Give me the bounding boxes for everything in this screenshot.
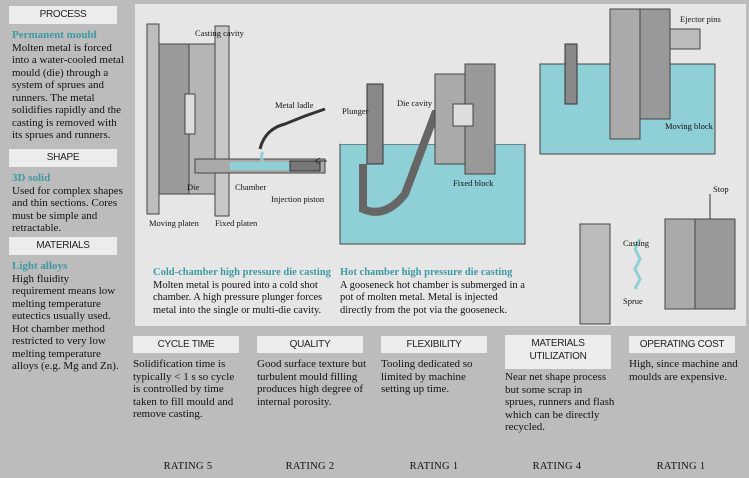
label-casting-cavity: Casting cavity	[195, 28, 245, 38]
label-die: Die	[187, 182, 200, 192]
materials-utilization-rating: RATING 4	[532, 461, 582, 472]
gooseneck	[359, 110, 460, 216]
casting-ejection-detail: Stop Casting Sprue	[579, 184, 736, 325]
quality-text: Good surface texture but turbulent mould…	[257, 358, 367, 408]
label-stop: Stop	[713, 184, 729, 194]
cycle-time-rating: RATING 5	[163, 461, 213, 472]
label-chamber: Chamber	[235, 182, 266, 192]
casting-cavity	[184, 93, 196, 135]
process-subtitle: Permanent mould	[12, 29, 97, 41]
hot-chamber-text: A gooseneck hot chamber is submerged in …	[340, 279, 525, 316]
ejector-plate	[694, 218, 736, 310]
cold-chamber-text: Molten metal is poured into a cold shot …	[153, 279, 323, 316]
injection-piston	[289, 160, 321, 172]
plunger	[366, 83, 384, 165]
metal-ladle	[258, 107, 326, 150]
shape-subtitle: 3D solid	[12, 172, 51, 184]
shape-section: 3D solid Used for complex shapes and thi…	[12, 172, 124, 235]
ejected-casting	[633, 238, 642, 290]
cold-chamber-caption: Cold-chamber high pressure die casting M…	[153, 267, 343, 317]
operating-cost-rating: RATING 1	[656, 461, 706, 472]
materials-utilization-header: MATERIALS UTILIZATION	[505, 335, 611, 369]
cycle-time-header: CYCLE TIME	[133, 336, 239, 353]
metal-pour-stream	[260, 151, 265, 163]
label-plunger: Plunger	[342, 106, 369, 116]
label-die-cavity: Die cavity	[397, 98, 433, 108]
cold-chamber-title: Cold-chamber high pressure die casting	[153, 267, 331, 278]
flexibility-text: Tooling dedicated so limited by machine …	[381, 358, 473, 395]
flexibility-rating: RATING 1	[409, 461, 459, 472]
fixed-block	[579, 223, 611, 325]
moving-die-half	[158, 43, 190, 195]
process-text: Molten metal is forced into a water-cool…	[12, 41, 124, 142]
materials-header: MATERIALS	[9, 237, 117, 255]
hot-chamber-caption: Hot chamber high pressure die casting A …	[340, 267, 530, 317]
shape-text: Used for complex shapes and thin section…	[12, 184, 123, 235]
plunger	[564, 43, 578, 105]
materials-text: High fluidity requirement means low melt…	[12, 272, 119, 373]
materials-subtitle: Light alloys	[12, 260, 68, 272]
label-ejector-pins: Ejector pins	[680, 14, 721, 24]
arrow-icon	[314, 157, 327, 165]
operating-cost-text: High, since machine and moulds are expen…	[629, 358, 738, 383]
hot-chamber-diagram: Plunger Die cavity Fixed block	[339, 63, 526, 245]
label-moving-block: Moving block	[665, 121, 714, 131]
label-metal-ladle: Metal ladle	[275, 100, 314, 110]
label-fixed-platen: Fixed platen	[215, 218, 258, 228]
materials-section: Light alloys High fluidity requirement m…	[12, 260, 124, 373]
die-cavity	[452, 103, 474, 127]
label-casting: Casting	[623, 238, 650, 248]
label-fixed-block: Fixed block	[453, 178, 494, 188]
moving-block	[639, 8, 671, 120]
fixed-block	[434, 73, 466, 165]
quality-rating: RATING 2	[285, 461, 335, 472]
quality-header: QUALITY	[257, 336, 363, 353]
label-moving-platen: Moving platen	[149, 218, 200, 228]
flexibility-header: FLEXIBILITY	[381, 336, 487, 353]
ejector-pins	[669, 28, 701, 50]
hot-chamber-title: Hot chamber high pressure die casting	[340, 267, 513, 278]
cold-chamber-diagram: Casting cavity Metal ladle Die Chamber I…	[146, 23, 327, 228]
ejection-diagram: Ejector pins Moving block	[539, 8, 721, 155]
label-injection-piston: Injection piston	[271, 194, 325, 204]
moving-platen	[146, 23, 160, 215]
molten-metal	[230, 162, 290, 170]
diagram-panel: Casting cavity Metal ladle Die Chamber I…	[135, 4, 746, 326]
shape-header: SHAPE	[9, 149, 117, 167]
process-section: Permanent mould Molten metal is forced i…	[12, 29, 124, 142]
label-sprue: Sprue	[623, 296, 643, 306]
operating-cost-header: OPERATING COST	[629, 336, 735, 353]
moving-block	[664, 218, 696, 310]
process-header: PROCESS	[9, 6, 117, 24]
die-casting-diagrams: Casting cavity Metal ladle Die Chamber I…	[146, 8, 736, 325]
materials-utilization-text: Near net shape process but some scrap in…	[505, 371, 615, 433]
cycle-time-text: Solidification time is typically < 1 s s…	[133, 358, 235, 420]
fixed-platen	[214, 25, 230, 217]
fixed-block	[609, 8, 641, 140]
